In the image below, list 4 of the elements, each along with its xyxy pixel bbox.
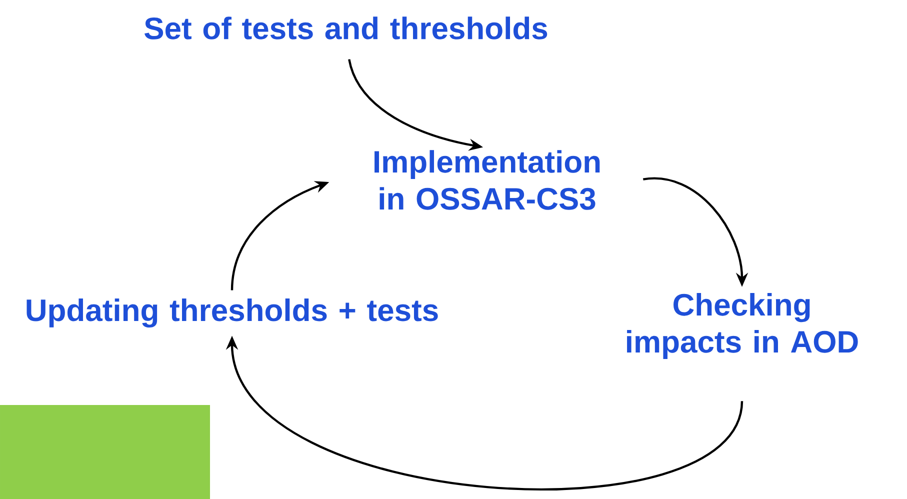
node-label: Set of tests and thresholds xyxy=(144,16,548,40)
node-label: Implementation in OSSAR-CS3 xyxy=(374,150,600,210)
node-label: Checking impacts in AOD xyxy=(627,293,858,359)
node-label: Updating thresholds + tests xyxy=(26,298,438,328)
